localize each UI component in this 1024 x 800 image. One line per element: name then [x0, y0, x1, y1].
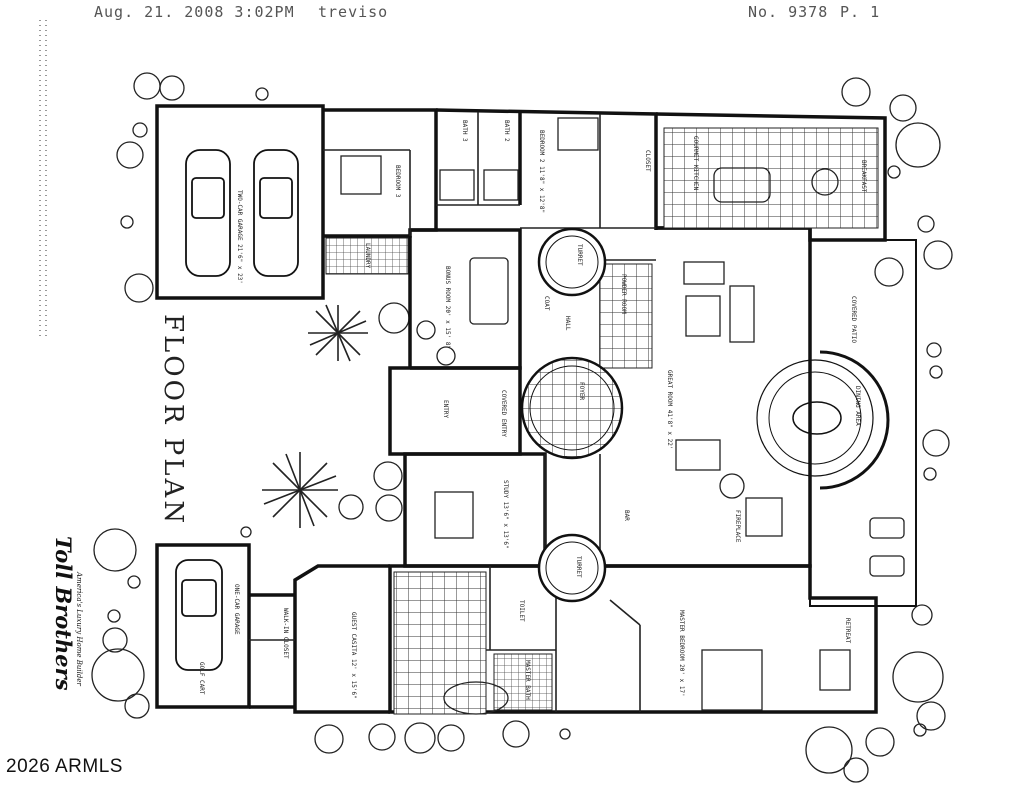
label-kitchen: GOURMET KITCHEN [692, 136, 699, 191]
label-entry: ENTRY [442, 400, 449, 418]
room-labels: TWO-CAR GARAGE 21'6" x 23' BEDROOM 3 BAT… [198, 120, 867, 700]
label-bath-2: BATH 2 [503, 120, 510, 142]
tiled-floors [325, 127, 879, 715]
fax-location: treviso [318, 3, 389, 21]
label-one-car-garage: ONE-CAR GARAGE [233, 584, 240, 635]
label-study: STUDY 13'6" x 13'6" [502, 480, 509, 549]
label-covered-patio: COVERED PATIO [850, 296, 857, 343]
label-golf-cart: GOLF CART [198, 662, 205, 695]
label-breakfast: BREAKFAST [860, 160, 867, 193]
label-retreat: RETREAT [844, 618, 851, 644]
dining-rotunda [756, 350, 890, 490]
fax-number: No. 9378 [748, 3, 829, 21]
garage-cars [175, 149, 299, 671]
fax-header: Aug. 21. 2008 3:02PM treviso No. 9378 P.… [0, 0, 1024, 26]
fax-page: P. 1 [840, 3, 881, 21]
fax-margin-marks [39, 20, 47, 340]
label-coat: COAT [543, 296, 550, 311]
label-laundry: LAUNDRY [364, 243, 371, 269]
floor-plan-title: FLOOR PLAN [158, 314, 188, 526]
label-covered-entry: COVERED ENTRY [500, 390, 507, 437]
label-guest-casita: GUEST CASITA 12' x 15'6" [350, 612, 357, 699]
brand-tagline: America's Luxury Home Builder [75, 571, 83, 686]
label-master-bedroom: MASTER BEDROOM 20' x 17' [678, 610, 685, 697]
turrets [520, 227, 624, 603]
label-fireplace: FIREPLACE [734, 510, 741, 543]
label-bonus-room: BONUS ROOM 20' x 15' 8" [444, 266, 451, 349]
label-foyer: FOYER [578, 382, 585, 400]
fax-date-time: Aug. 21. 2008 3:02PM [94, 3, 295, 21]
furniture [340, 117, 905, 715]
label-bar: BAR [623, 510, 630, 521]
landscaping-trees [91, 72, 953, 783]
label-walk-in-closet: WALK-IN CLOSET [282, 608, 289, 659]
label-toilet: TOILET [518, 600, 525, 622]
label-closet: CLOSET [644, 150, 651, 172]
brand-name: Toll Brothers [51, 536, 76, 691]
label-bedroom-2: BEDROOM 2 11'8" x 12'8" [538, 130, 545, 213]
label-dining-area: DINING AREA [854, 386, 861, 426]
label-great-room: GREAT ROOM 41'8" x 22' [666, 370, 673, 449]
label-turret-bottom: TURRET [575, 556, 582, 578]
label-turret-top: TURRET [576, 244, 583, 266]
label-two-car-garage: TWO-CAR GARAGE 21'6" x 23' [236, 190, 243, 284]
copyright-watermark: 2026 ARMLS [6, 756, 123, 777]
label-bath-3: BATH 3 [461, 120, 468, 142]
label-master-bath: MASTER BATH [524, 660, 531, 700]
palm-trees [262, 304, 368, 528]
label-bedroom-3: BEDROOM 3 [394, 165, 401, 198]
label-hall: HALL [564, 316, 571, 331]
label-powder-room: POWDER ROOM [620, 274, 627, 314]
